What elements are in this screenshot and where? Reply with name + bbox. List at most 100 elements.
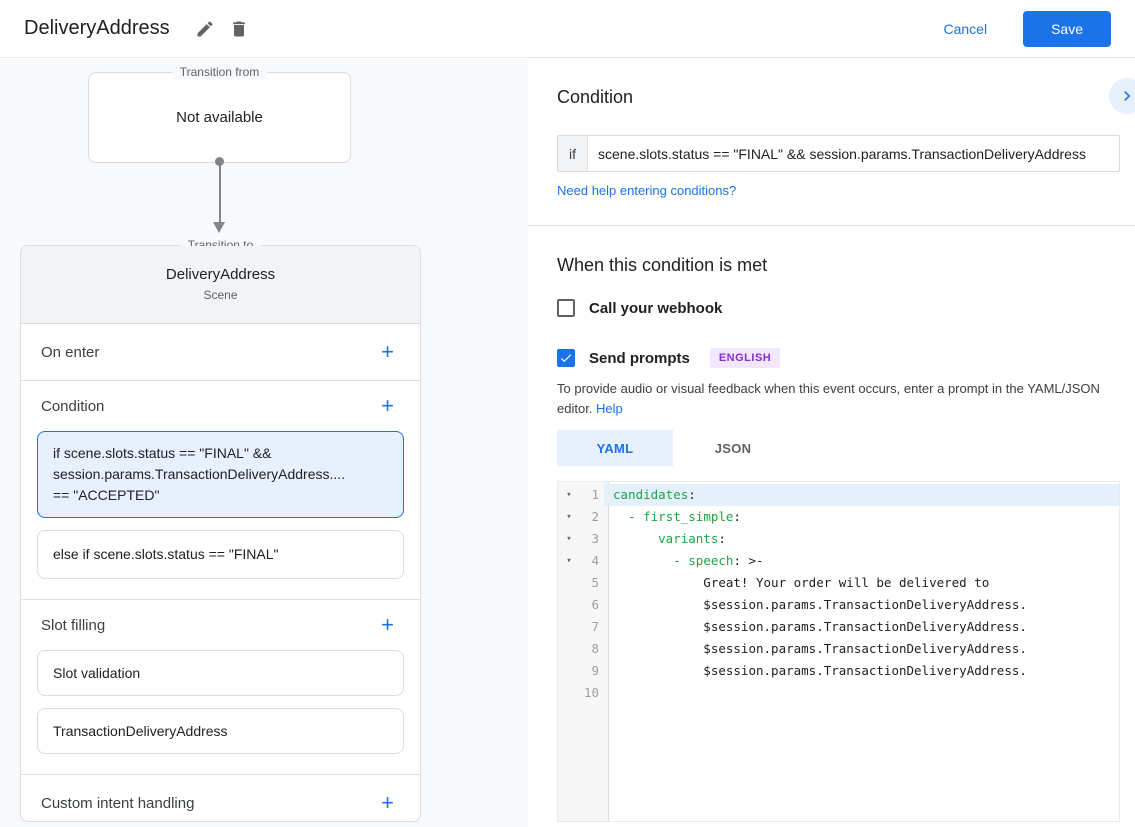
line-number: 10 xyxy=(583,685,599,700)
connector-line xyxy=(218,163,221,223)
section-divider xyxy=(21,599,420,600)
condition-card[interactable]: else if scene.slots.status == "FINAL" xyxy=(37,530,404,579)
language-badge: ENGLISH xyxy=(709,348,781,368)
if-label: if xyxy=(558,136,588,171)
code-line[interactable]: 8 $session.params.TransactionDeliveryAdd… xyxy=(558,638,1119,660)
slot-filling-label: Slot filling xyxy=(41,616,106,634)
section-divider xyxy=(21,774,420,775)
fold-arrow-icon[interactable]: ▾ xyxy=(566,556,572,566)
fold-gutter xyxy=(558,572,580,594)
page-title: DeliveryAddress xyxy=(24,17,170,39)
conditions-help-link[interactable]: Need help entering conditions? xyxy=(557,183,737,198)
line-number: 3 xyxy=(591,531,599,546)
line-number: 5 xyxy=(591,575,599,590)
webhook-checkbox[interactable] xyxy=(557,299,575,317)
code-text: $session.params.TransactionDeliveryAddre… xyxy=(613,619,1027,634)
line-number: 8 xyxy=(591,641,599,656)
code-text: candidates: xyxy=(604,484,1119,506)
transition-from-value: Not available xyxy=(176,109,263,126)
fold-arrow-icon[interactable]: ▾ xyxy=(566,512,572,522)
code-text: - first_simple: xyxy=(628,509,741,524)
add-on-enter-button[interactable]: + xyxy=(375,339,400,365)
transition-to-card: Transition to DeliveryAddress Scene On e… xyxy=(20,238,421,822)
app-header: DeliveryAddress Cancel Save xyxy=(0,0,1135,58)
send-prompts-checkbox-row[interactable]: Send prompts ENGLISH xyxy=(557,348,781,368)
code-text: variants: xyxy=(658,531,726,546)
code-text: Great! Your order will be delivered to xyxy=(613,575,990,590)
delete-scene-button[interactable] xyxy=(222,12,256,46)
code-line[interactable]: ▾ 3 variants: xyxy=(558,528,1119,550)
send-prompts-checkbox[interactable] xyxy=(557,349,575,367)
add-condition-button[interactable]: + xyxy=(375,393,400,419)
line-number: 4 xyxy=(591,553,599,568)
plus-icon: + xyxy=(381,612,394,637)
fold-gutter xyxy=(558,594,580,616)
scene-graph-canvas: Transition from Not available Transition… xyxy=(0,59,528,827)
fold-gutter xyxy=(558,660,580,682)
connector-dot xyxy=(215,157,224,166)
fold-gutter xyxy=(558,616,580,638)
condition-card-selected[interactable]: if scene.slots.status == "FINAL" && sess… xyxy=(37,431,404,518)
slot-validation-card[interactable]: Slot validation xyxy=(37,650,404,696)
section-custom-intent: Custom intent handling + xyxy=(21,775,420,827)
code-line[interactable]: ▾2 - first_simple: xyxy=(558,506,1119,528)
plus-icon: + xyxy=(381,393,394,418)
save-button[interactable]: Save xyxy=(1023,10,1111,47)
helper-text: To provide audio or visual feedback when… xyxy=(557,381,1100,416)
section-divider xyxy=(21,380,420,381)
chevron-right-icon xyxy=(1117,86,1135,106)
code-text: $session.params.TransactionDeliveryAddre… xyxy=(613,597,1027,612)
condition-detail-panel: Condition if Need help entering conditio… xyxy=(528,59,1135,827)
transition-from-label: Transition from xyxy=(171,65,268,79)
code-line[interactable]: ▾4 - speech: >- xyxy=(558,550,1119,572)
when-condition-heading: When this condition is met xyxy=(557,255,768,275)
trash-icon xyxy=(229,19,249,39)
panel-divider xyxy=(528,225,1135,226)
code-text xyxy=(604,682,1119,704)
help-link[interactable]: Help xyxy=(596,401,623,416)
on-enter-label: On enter xyxy=(41,343,100,361)
condition-expression-input[interactable] xyxy=(588,136,1119,171)
fold-arrow-icon[interactable]: ▾ xyxy=(566,534,572,544)
add-slot-button[interactable]: + xyxy=(375,612,400,638)
add-custom-intent-button[interactable]: + xyxy=(375,790,400,816)
tab-json[interactable]: JSON xyxy=(714,440,752,456)
fold-gutter xyxy=(558,682,580,704)
fold-arrow-icon[interactable]: ▾ xyxy=(566,490,572,500)
connector-arrow-down xyxy=(213,222,225,233)
tab-yaml[interactable]: YAML xyxy=(557,430,673,466)
scene-subtitle: Scene xyxy=(203,288,238,302)
plus-icon: + xyxy=(381,339,394,364)
line-number: 7 xyxy=(591,619,599,634)
collapse-panel-button[interactable] xyxy=(1109,78,1135,114)
condition-label: Condition xyxy=(41,397,105,415)
section-padding xyxy=(21,766,420,774)
code-line[interactable]: 10 xyxy=(558,682,1119,704)
line-number: 6 xyxy=(591,597,599,612)
code-line[interactable]: 7 $session.params.TransactionDeliveryAdd… xyxy=(558,616,1119,638)
check-icon xyxy=(559,351,573,365)
edit-title-button[interactable] xyxy=(188,12,222,46)
transition-from-box: Transition from Not available xyxy=(88,65,351,163)
code-line[interactable]: 5 Great! Your order will be delivered to xyxy=(558,572,1119,594)
panel-title: Condition xyxy=(557,87,634,107)
send-prompts-label: Send prompts xyxy=(589,349,690,367)
webhook-label: Call your webhook xyxy=(589,299,723,317)
pencil-icon xyxy=(195,19,215,39)
webhook-checkbox-row[interactable]: Call your webhook xyxy=(557,299,722,317)
code-line[interactable]: 9 $session.params.TransactionDeliveryAdd… xyxy=(558,660,1119,682)
condition-expression-row: if xyxy=(557,135,1120,172)
fold-gutter xyxy=(558,638,580,660)
plus-icon: + xyxy=(381,790,394,815)
code-line[interactable]: 6 $session.params.TransactionDeliveryAdd… xyxy=(558,594,1119,616)
prompt-helper-text: To provide audio or visual feedback when… xyxy=(557,379,1113,419)
custom-intent-label: Custom intent handling xyxy=(41,794,195,812)
slot-card[interactable]: TransactionDeliveryAddress xyxy=(37,708,404,754)
cancel-button[interactable]: Cancel xyxy=(929,13,1001,45)
section-on-enter: On enter + xyxy=(21,324,420,380)
section-padding xyxy=(21,591,420,599)
